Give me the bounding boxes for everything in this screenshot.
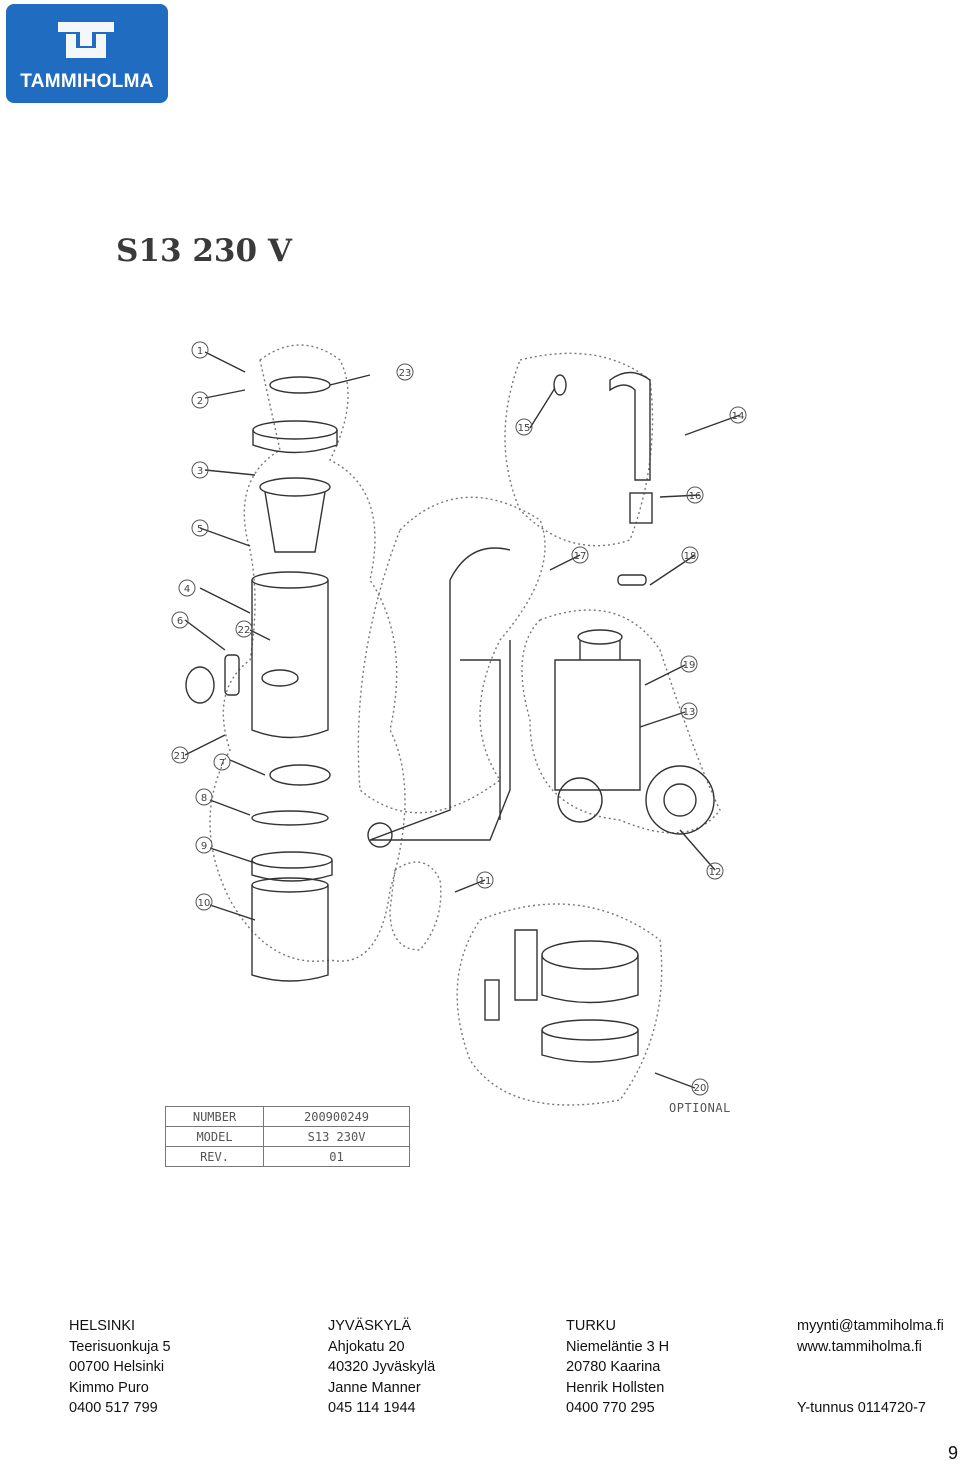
callout-1: 1 — [197, 346, 203, 357]
business-id: Y-tunnus 0114720-7 — [797, 1400, 926, 1416]
table-cell-label: REV. — [164, 1146, 265, 1167]
page-number: 9 — [947, 1443, 958, 1463]
callout-10: 10 — [198, 898, 211, 909]
callout-15: 15 — [518, 423, 531, 434]
callout-11: 11 — [479, 876, 492, 887]
title-block-table: NUMBER 200900249 MODEL S13 230V REV. 01 — [164, 1106, 410, 1167]
logo-mark-icon — [58, 22, 114, 58]
company-logo: TAMMIHOLMA — [6, 4, 168, 103]
callout-12: 12 — [709, 867, 722, 878]
footer-contact: myynti@tammiholma.fi www.tammiholma.fi Y… — [797, 1316, 944, 1419]
footer-line: 0400 517 799 — [69, 1400, 158, 1416]
footer-jyvaskyla: JYVÄSKYLÄ Ahjokatu 20 40320 Jyväskylä Ja… — [328, 1316, 435, 1419]
callout-20: 20 — [694, 1083, 707, 1094]
callout-17: 17 — [574, 551, 587, 562]
callout-18: 18 — [684, 551, 697, 562]
footer-line: TURKU — [566, 1318, 616, 1334]
footer-turku: TURKU Nieme­läntie 3 H 20780 Kaarina Hen… — [566, 1316, 669, 1419]
table-row: MODEL S13 230V — [164, 1126, 410, 1147]
callout-16: 16 — [689, 491, 702, 502]
footer-helsinki: HELSINKI Teerisuonkuja 5 00700 Helsinki … — [69, 1316, 171, 1419]
callout-21: 21 — [174, 751, 187, 762]
footer-line: Janne Manner — [328, 1379, 421, 1396]
footer-line: Nieme­läntie 3 H — [566, 1338, 670, 1355]
footer-line: Henrik Hollsten — [566, 1379, 665, 1396]
footer-line: 045 114 1944 — [328, 1400, 416, 1416]
callout-2: 2 — [197, 396, 203, 407]
callout-7: 7 — [219, 758, 225, 769]
table-cell-label: NUMBER — [164, 1106, 265, 1127]
page-title: S13 230 V — [116, 233, 292, 269]
callout-4: 4 — [184, 584, 190, 595]
footer-line: Ahjokatu 20 — [328, 1338, 405, 1355]
footer-line: 20780 Kaarina — [566, 1359, 661, 1375]
footer-line: Kimmo Puro — [69, 1379, 149, 1396]
footer-line: 0400 770 295 — [566, 1400, 655, 1416]
table-cell-value: S13 230V — [263, 1126, 410, 1147]
callout-19: 19 — [683, 660, 696, 671]
email-link[interactable]: myynti@tammiholma.fi — [797, 1318, 944, 1334]
footer-line — [797, 1357, 944, 1378]
table-row: REV. 01 — [164, 1146, 410, 1167]
callout-9: 9 — [201, 841, 207, 852]
callout-8: 8 — [201, 793, 207, 804]
footer-line: Teerisuonkuja 5 — [69, 1338, 171, 1355]
exploded-parts-drawing: 1 2 3 4 5 6 7 8 9 10 11 12 13 14 15 16 1… — [171, 341, 747, 1106]
footer-line: HELSINKI — [69, 1318, 136, 1334]
callout-6: 6 — [177, 616, 183, 627]
table-cell-label: MODEL — [164, 1126, 265, 1147]
callout-14: 14 — [732, 411, 745, 422]
callout-3: 3 — [197, 466, 203, 477]
callout-22: 22 — [238, 625, 251, 636]
table-cell-value: 01 — [263, 1146, 410, 1167]
website-link[interactable]: www.tammiholma.fi — [797, 1338, 922, 1355]
optional-label: OPTIONAL — [669, 1101, 731, 1115]
callout-23: 23 — [399, 368, 412, 379]
callout-5: 5 — [197, 524, 203, 535]
callout-13: 13 — [683, 707, 696, 718]
footer-line: 00700 Helsinki — [69, 1359, 165, 1375]
footer-line: 40320 Jyväskylä — [328, 1359, 436, 1375]
logo-text: TAMMIHOLMA — [20, 71, 154, 92]
table-cell-value: 200900249 — [263, 1106, 410, 1127]
table-row: NUMBER 200900249 — [164, 1106, 410, 1127]
footer-line: JYVÄSKYLÄ — [328, 1318, 412, 1334]
footer-line — [797, 1378, 944, 1399]
